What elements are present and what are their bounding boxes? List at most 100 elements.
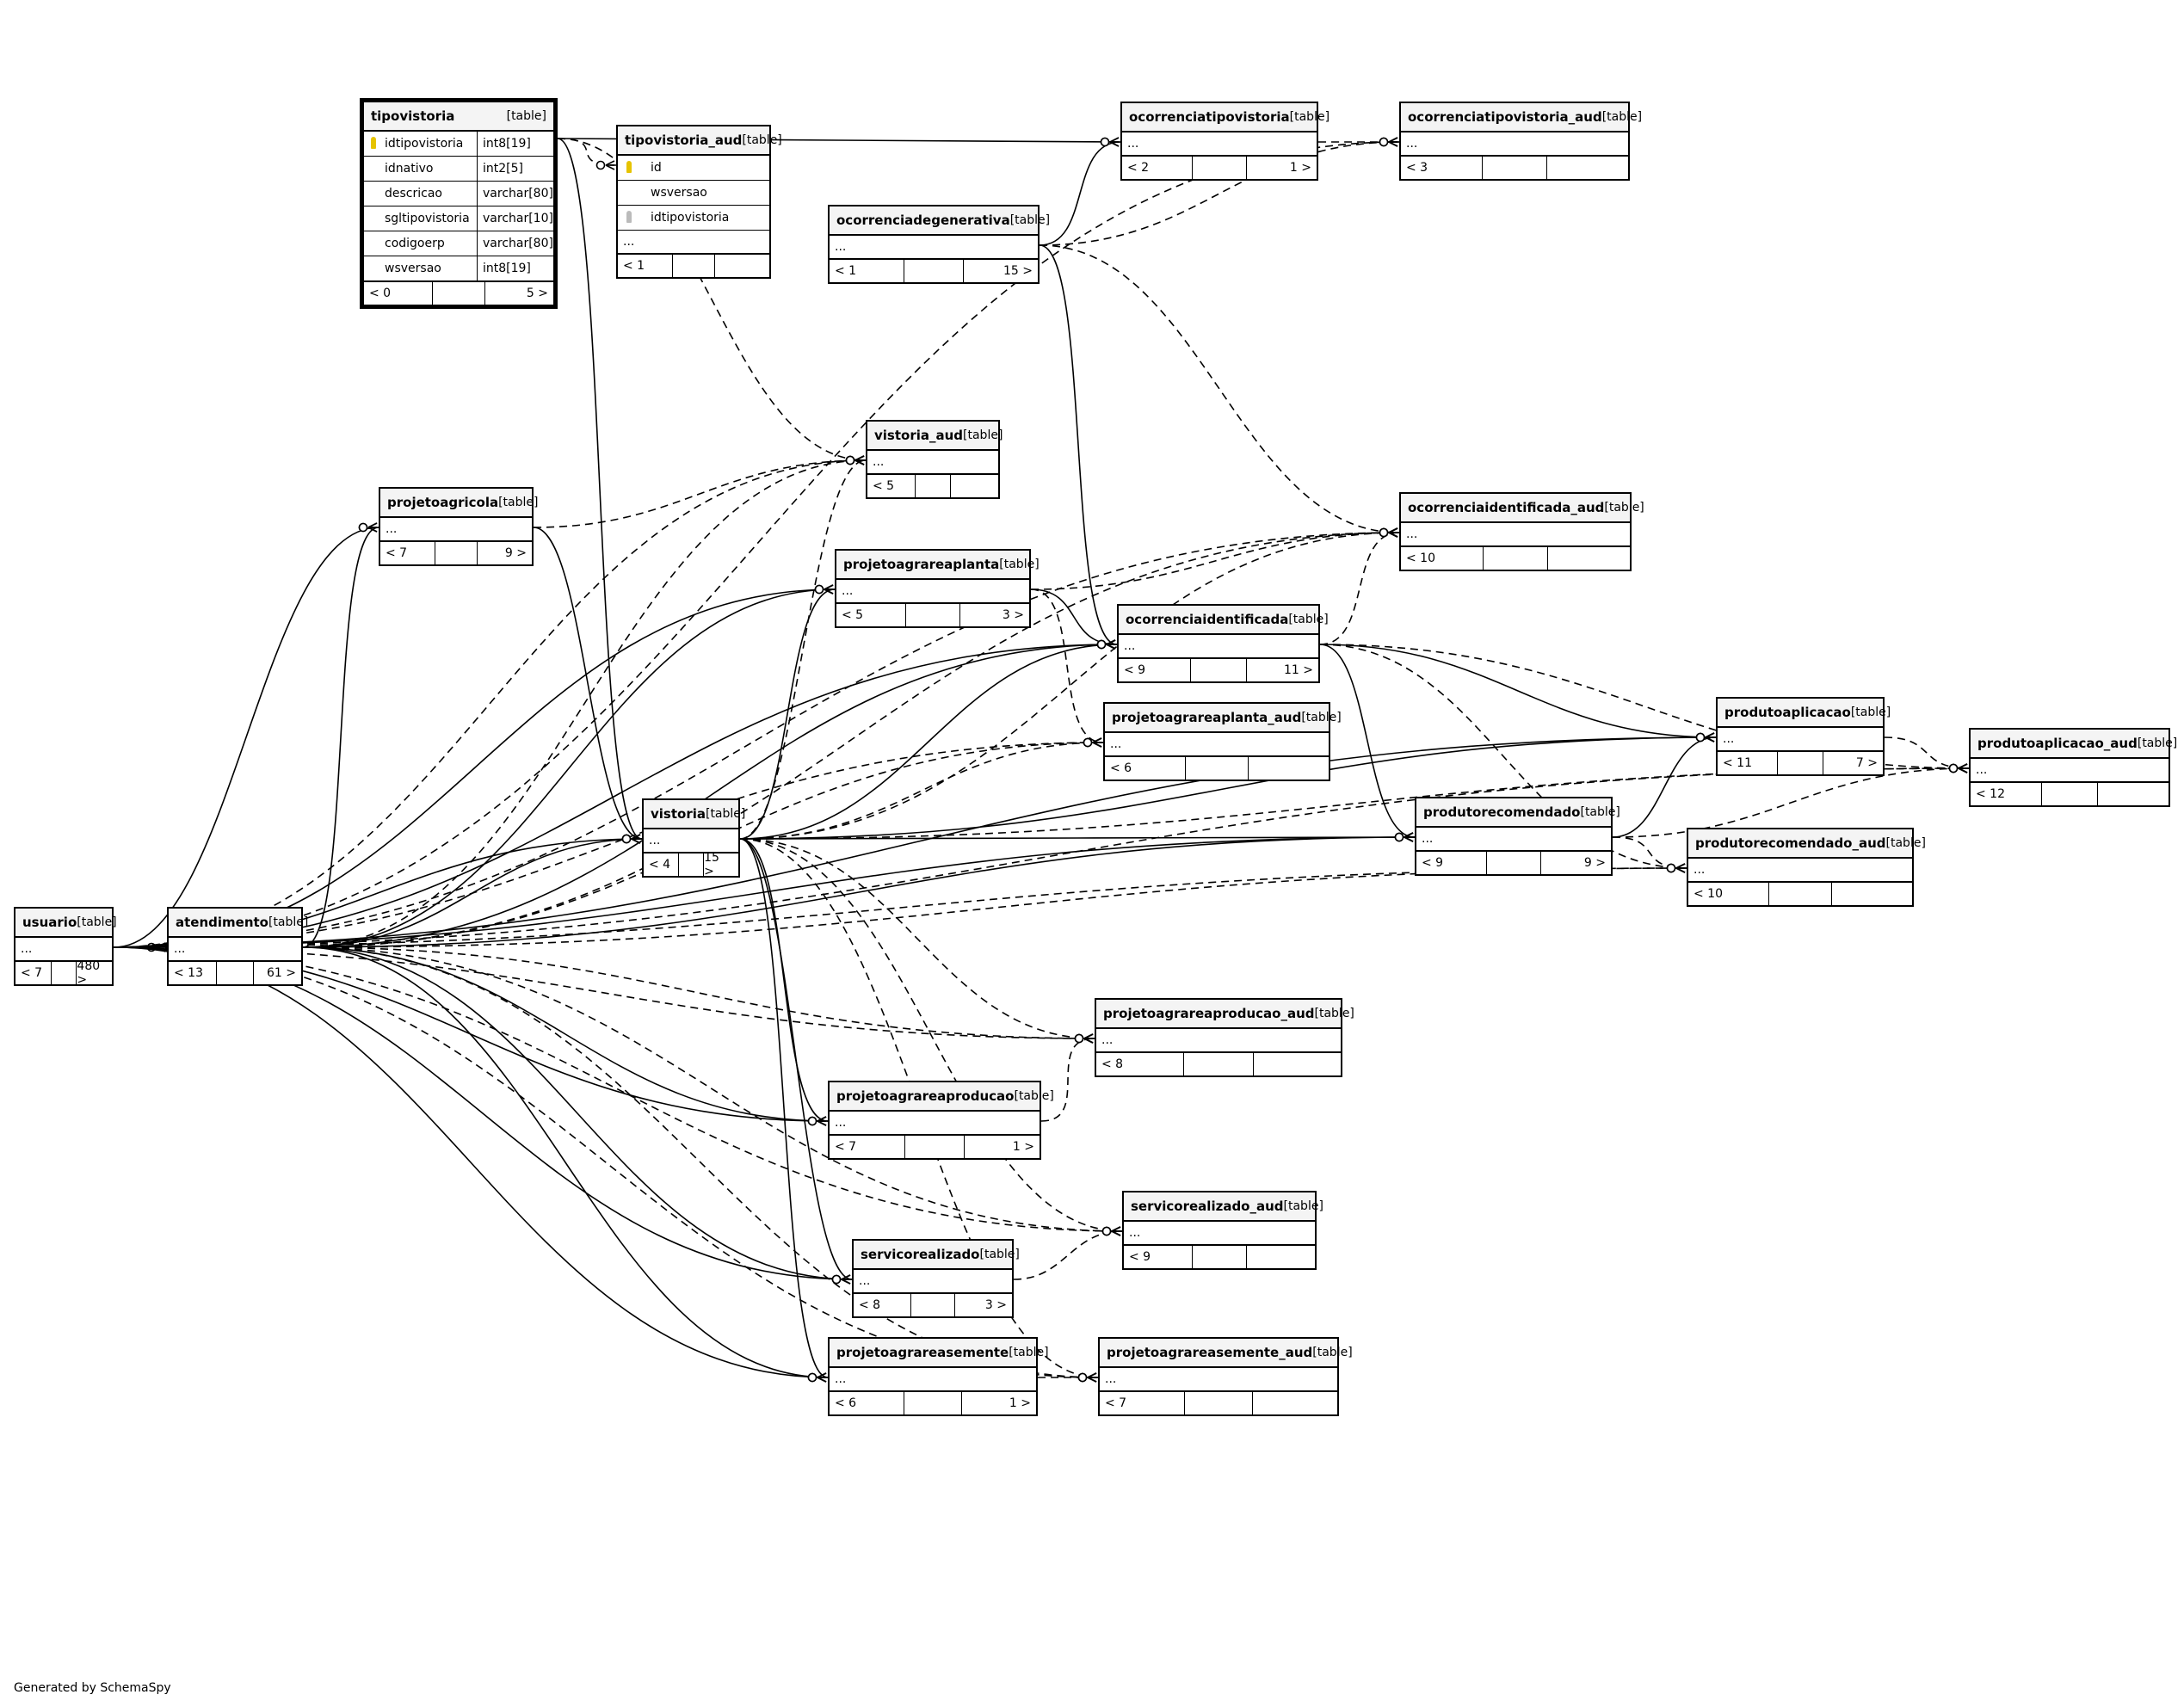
children-count[interactable]: 3 >: [1002, 608, 1025, 622]
children-count[interactable]: 9 >: [504, 546, 527, 560]
crowsfoot-icon: [1096, 639, 1116, 650]
parents-count[interactable]: < 3: [1401, 157, 1484, 179]
children-count[interactable]: [1254, 1053, 1341, 1075]
table-name: servicorealizado_aud: [1131, 1199, 1284, 1214]
parents-count[interactable]: < 7: [1100, 1392, 1186, 1414]
table-vistoria_aud[interactable]: vistoria_aud[table] ... < 5: [866, 420, 1003, 499]
parents-count[interactable]: < 5: [867, 475, 916, 497]
parents-count[interactable]: < 13: [169, 962, 218, 984]
parents-count[interactable]: < 6: [1105, 757, 1186, 780]
parents-count[interactable]: < 11: [1718, 752, 1778, 774]
table-tipovistoria_aud[interactable]: tipovistoria_aud[table] id wsversao idti…: [616, 125, 782, 279]
table-name: servicorealizado: [861, 1247, 980, 1262]
parents-count[interactable]: < 6: [830, 1392, 904, 1414]
table-type: [table]: [2137, 736, 2178, 750]
children-count[interactable]: 1 >: [1012, 1140, 1034, 1154]
parents-count[interactable]: < 12: [1971, 783, 2043, 805]
children-count[interactable]: [1247, 1246, 1315, 1268]
columns-ellipsis: ...: [1096, 1029, 1341, 1053]
children-count[interactable]: 15 >: [704, 851, 719, 878]
crowsfoot-icon: [807, 1372, 827, 1383]
table-footer: < 4 15 >: [644, 851, 738, 878]
columns-ellipsis: ...: [15, 938, 112, 962]
children-count[interactable]: [951, 475, 998, 497]
table-produtoaplicacao_aud[interactable]: produtoaplicacao_aud[table] ... < 12: [1969, 728, 2177, 807]
table-servicorealizado_aud[interactable]: servicorealizado_aud[table] ... < 9: [1122, 1191, 1323, 1270]
parents-count[interactable]: < 7: [380, 542, 436, 564]
parents-count[interactable]: < 9: [1416, 852, 1487, 874]
children-count[interactable]: 61 >: [266, 966, 296, 980]
children-count[interactable]: 480 >: [77, 959, 101, 987]
table-projetoagrareaproducao_aud[interactable]: projetoagrareaproducao_aud[table] ... < …: [1095, 998, 1354, 1077]
parents-count[interactable]: < 8: [854, 1294, 911, 1316]
parents-count[interactable]: < 9: [1124, 1246, 1194, 1268]
children-count[interactable]: 3 >: [984, 1298, 1007, 1312]
table-produtorecomendado_aud[interactable]: produtorecomendado_aud[table] ... < 10: [1687, 828, 1926, 907]
parents-count[interactable]: < 5: [836, 604, 907, 626]
relationship-produtorecomendado-produtoaplicacao_aud: [1612, 767, 1970, 838]
parents-count[interactable]: < 10: [1688, 883, 1769, 905]
children-count[interactable]: [1832, 883, 1912, 905]
children-count[interactable]: [715, 255, 769, 277]
table-projetoagrareaplanta_aud[interactable]: projetoagrareaplanta_aud[table] ... < 6: [1103, 702, 1342, 781]
crowsfoot-icon: [1074, 1033, 1094, 1044]
table-ocorrenciatipovistoria_aud[interactable]: ocorrenciatipovistoria_aud[table] ... < …: [1399, 102, 1642, 181]
parents-count[interactable]: < 7: [830, 1136, 906, 1158]
relationship-atendimento-servicorealizado: [302, 946, 853, 1280]
columns-ellipsis: ...: [1971, 759, 2169, 783]
table-footer: < 8 3 >: [854, 1294, 1012, 1316]
primary-key-icon: [371, 137, 376, 149]
table-type: [table]: [1283, 1199, 1323, 1213]
parents-count[interactable]: < 1: [618, 255, 674, 277]
children-count[interactable]: [1253, 1392, 1337, 1414]
parents-count[interactable]: < 1: [830, 260, 905, 282]
children-count[interactable]: 5 >: [526, 287, 548, 300]
children-count[interactable]: [2098, 783, 2169, 805]
children-count[interactable]: 9 >: [1583, 856, 1607, 870]
crowsfoot-icon: [1394, 832, 1414, 842]
children-count[interactable]: [1547, 157, 1628, 179]
table-name: vistoria: [651, 806, 706, 822]
relationship-ocorrenciadegenerativa-ocorrenciatipovistoria: [1039, 141, 1121, 246]
children-count[interactable]: 15 >: [1003, 264, 1033, 278]
table-type: [table]: [268, 915, 309, 929]
crowsfoot-icon: [814, 584, 834, 595]
relationship-produtoaplicacao-produtoaplicacao_aud: [1884, 736, 1970, 769]
children-count[interactable]: 11 >: [1284, 663, 1313, 677]
columns-ellipsis: ...: [1416, 828, 1611, 852]
parents-count[interactable]: < 9: [1119, 659, 1191, 681]
parents-count[interactable]: < 7: [15, 962, 52, 984]
children-count[interactable]: 7 >: [1855, 756, 1879, 770]
generated-by-credit[interactable]: Generated by SchemaSpy: [14, 1681, 171, 1695]
children-count[interactable]: [1548, 547, 1630, 570]
parents-count[interactable]: < 0: [364, 282, 433, 305]
children-count[interactable]: 1 >: [1289, 161, 1312, 175]
parents-count[interactable]: < 4: [644, 854, 679, 876]
relationship-vistoria-produtoaplicacao: [739, 736, 1717, 840]
columns-ellipsis: ...: [830, 1112, 1040, 1136]
table-ocorrenciaidentificada_aud[interactable]: ocorrenciaidentificada_aud[table] ... < …: [1399, 492, 1644, 571]
parents-count[interactable]: < 2: [1122, 157, 1193, 179]
children-count[interactable]: [1249, 757, 1329, 780]
crowsfoot-icon: [1379, 527, 1398, 538]
parents-count[interactable]: < 8: [1096, 1053, 1185, 1075]
table-projetoagrareasemente_aud[interactable]: projetoagrareasemente_aud[table] ... < 7: [1098, 1337, 1353, 1416]
table-type: [table]: [1601, 110, 1643, 124]
children-count[interactable]: 1 >: [1009, 1396, 1031, 1410]
parents-count[interactable]: < 10: [1401, 547, 1484, 570]
